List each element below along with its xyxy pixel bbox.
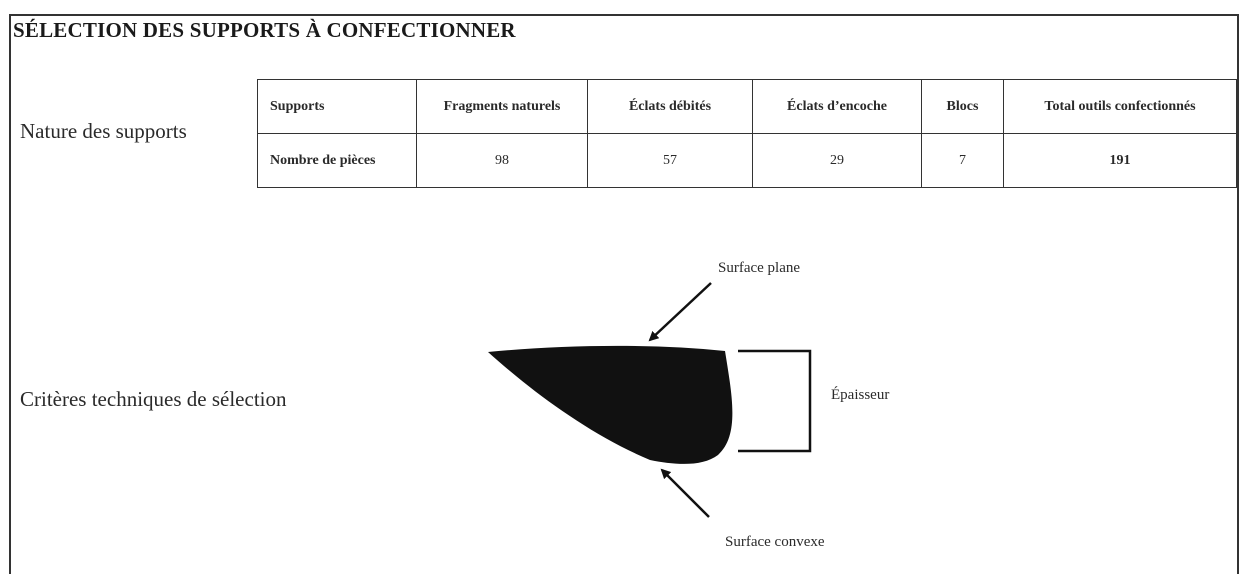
value-cell: 29 — [752, 133, 922, 188]
header-cell: Éclats d’encoche — [752, 79, 922, 134]
value-cell: 98 — [416, 133, 588, 188]
header-cell: Total outils confectionnés — [1003, 79, 1237, 134]
surface-plane-label: Surface plane — [718, 260, 801, 276]
arrow-surface-plane — [648, 282, 712, 342]
nature-label: Nature des supports — [20, 119, 187, 143]
total-cell: 191 — [1003, 133, 1237, 188]
figure-frame — [9, 14, 1239, 574]
section-shape — [488, 345, 733, 464]
row-label-cell: Nombre de pièces — [257, 133, 417, 188]
epaisseur-label: Épaisseur — [831, 387, 890, 403]
table-row: Nombre de pièces 98 57 29 7 191 — [257, 133, 1237, 188]
value-cell: 7 — [921, 133, 1004, 188]
header-cell: Supports — [257, 79, 417, 134]
section-svg — [488, 282, 812, 518]
table-header-row: Supports Fragments naturels Éclats débit… — [257, 79, 1237, 134]
arrow-surface-convexe — [660, 468, 710, 518]
thickness-bracket — [738, 349, 812, 453]
surface-convexe-label: Surface convexe — [725, 534, 825, 550]
header-cell: Éclats débités — [587, 79, 753, 134]
figure-title: SÉLECTION DES SUPPORTS À CONFECTIONNER — [13, 18, 516, 42]
value-cell: 57 — [587, 133, 753, 188]
support-section-diagram: Surface plane Épaisseur Surface convexe — [470, 255, 930, 559]
supports-table: Supports Fragments naturels Éclats débit… — [257, 79, 1237, 188]
header-cell: Blocs — [921, 79, 1004, 134]
criteres-label: Critères techniques de sélection — [20, 387, 287, 411]
header-cell: Fragments naturels — [416, 79, 588, 134]
